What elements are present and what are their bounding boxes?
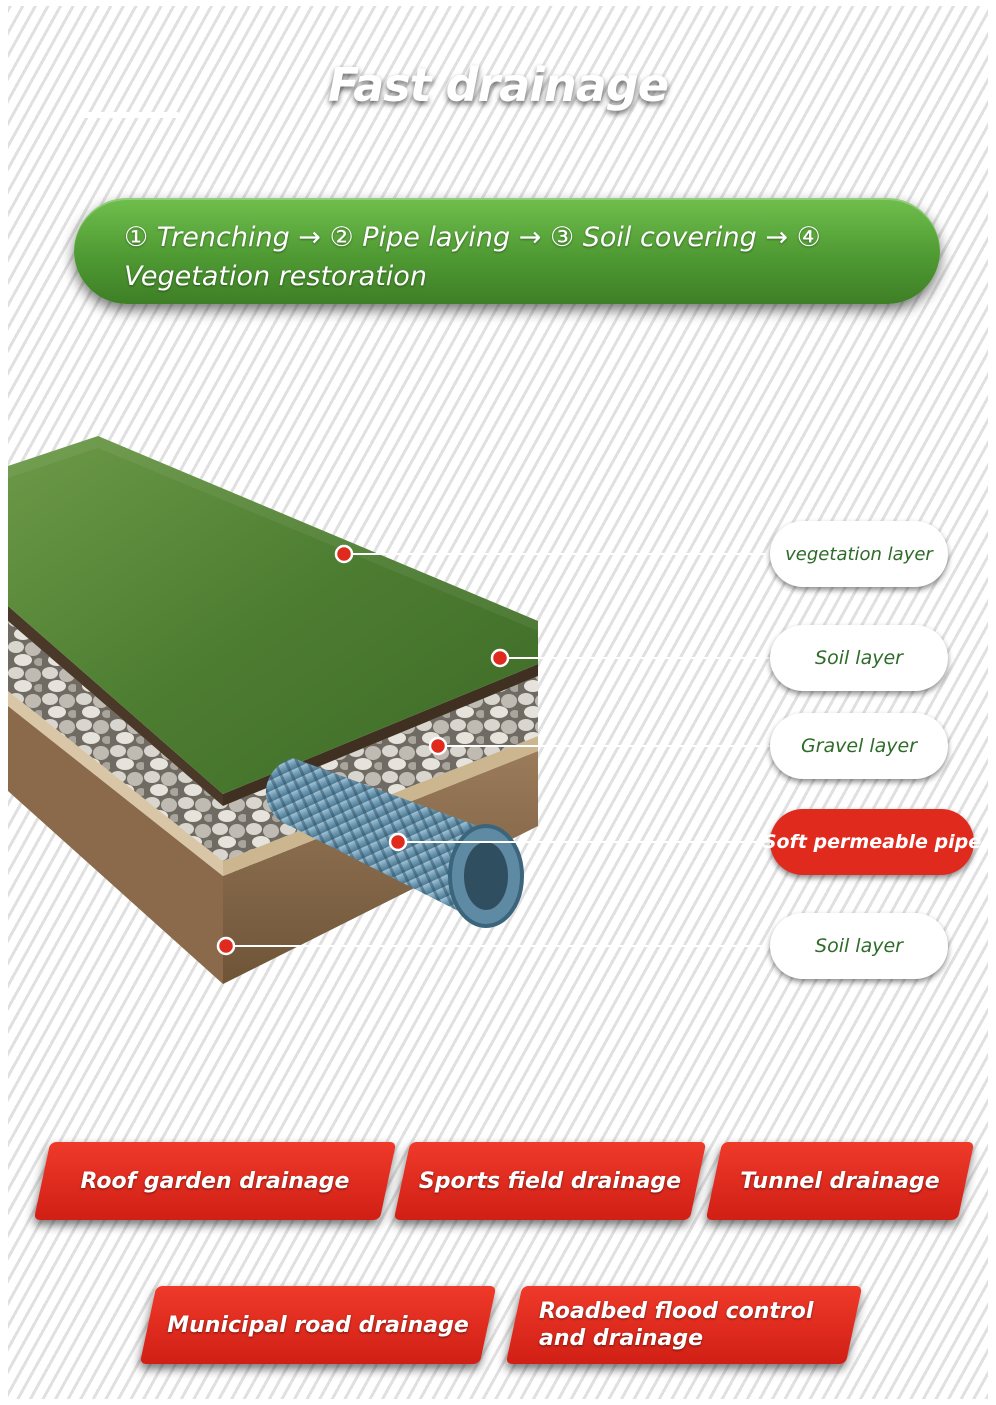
application-sports-field: Sports field drainage <box>402 1142 698 1220</box>
drainage-cross-section <box>8 436 778 984</box>
application-label: Sports field drainage <box>418 1168 682 1194</box>
grass-surface <box>8 436 538 794</box>
leader-lines <box>226 553 778 947</box>
steps-banner: ① Trenching → ② Pipe laying → ③ Soil cov… <box>74 198 940 304</box>
soil-front-face <box>8 706 223 984</box>
application-label: Roadbed flood control and drainage <box>539 1299 814 1351</box>
marker-dots <box>216 544 510 956</box>
application-label: Tunnel drainage <box>740 1168 940 1194</box>
application-municipal-road: Municipal road drainage <box>148 1286 488 1364</box>
label-vegetation-layer: vegetation layer <box>770 521 948 587</box>
geotextile-band <box>8 691 223 876</box>
steps-text: ① Trenching → ② Pipe laying → ③ Soil cov… <box>124 222 821 292</box>
application-roadbed-flood-control: Roadbed flood control and drainage <box>514 1286 854 1364</box>
page-title: Fast drainage <box>328 58 669 112</box>
application-label: Municipal road drainage <box>167 1312 469 1338</box>
poster-background: Fast drainage ① Trenching → ② Pipe layin… <box>8 6 988 1399</box>
application-label: Roof garden drainage <box>80 1168 350 1194</box>
label-soil-layer-bottom: Soil layer <box>770 913 948 979</box>
topsoil-band <box>8 606 223 806</box>
gravel-front <box>8 621 223 861</box>
label-soft-permeable-pipe: Soft permeable pipe <box>763 809 981 875</box>
label-soil-layer-top: Soil layer <box>770 625 948 691</box>
title-underline <box>80 112 180 118</box>
label-gravel-layer: Gravel layer <box>770 713 948 779</box>
application-tunnel: Tunnel drainage <box>714 1142 966 1220</box>
application-roof-garden: Roof garden drainage <box>42 1142 388 1220</box>
